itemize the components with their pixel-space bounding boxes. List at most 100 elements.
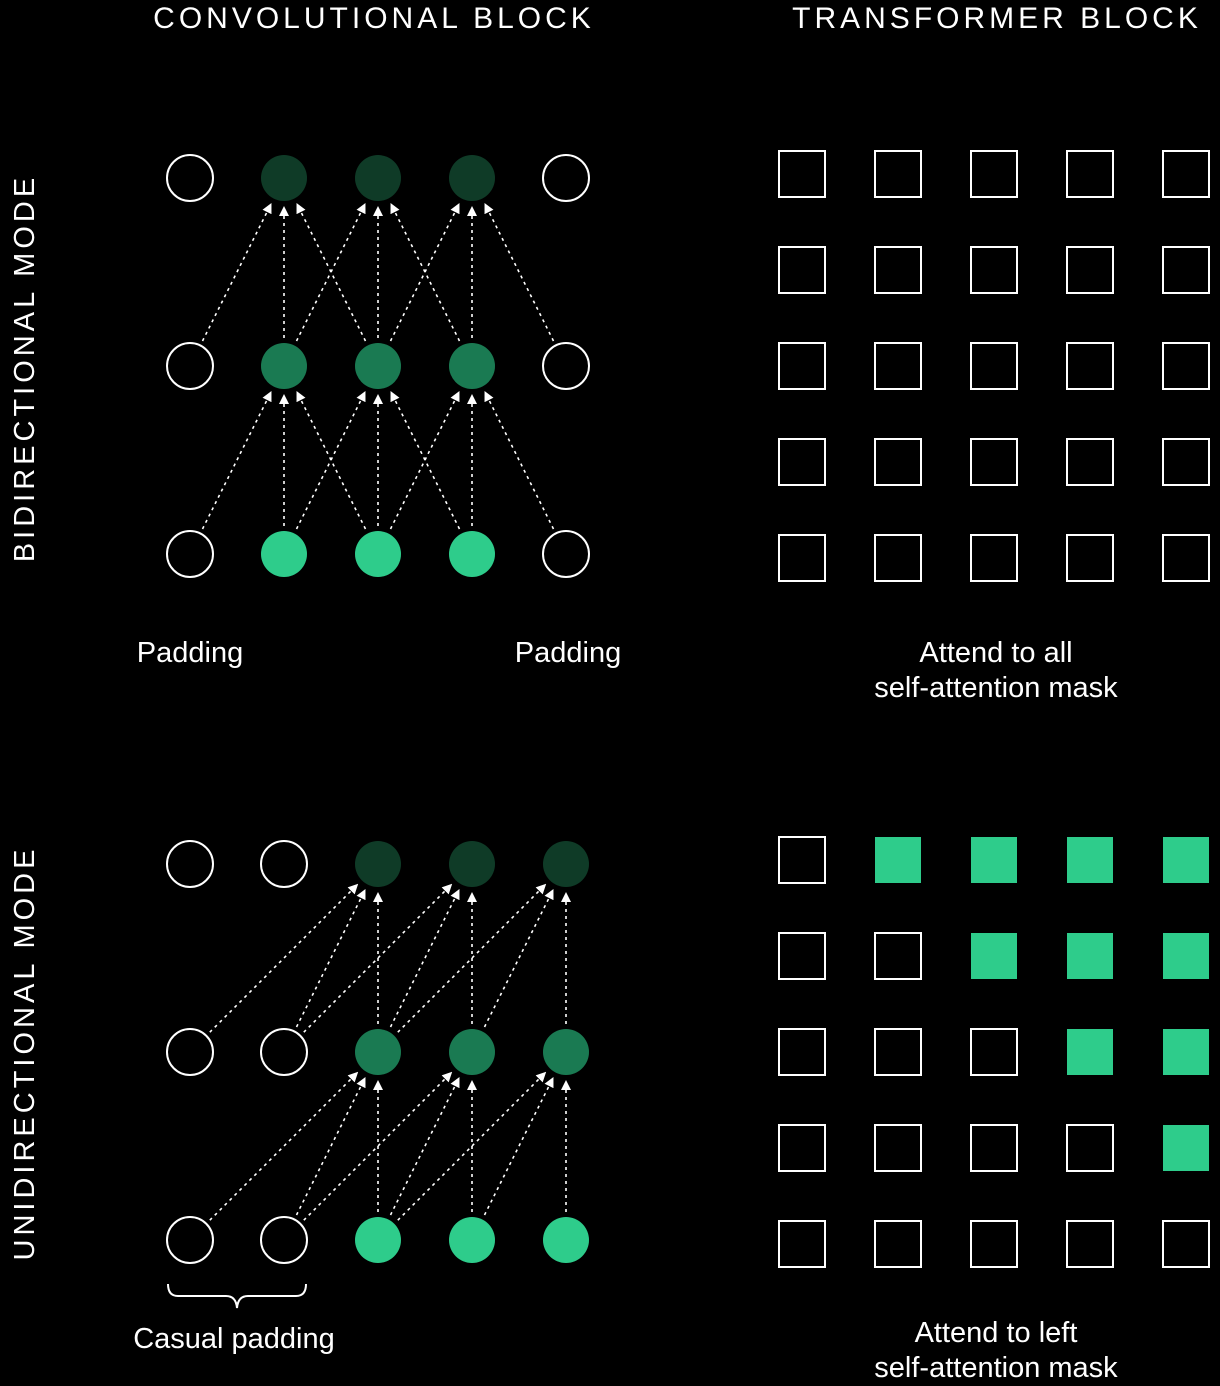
attend-left-mask-grid — [778, 836, 1210, 1268]
attend-all-mask-empty-cell — [874, 246, 922, 294]
bidirectional-conv-edge — [296, 203, 367, 342]
causal-conv-edge — [483, 1077, 554, 1216]
attend-all-mask-empty-cell — [1162, 150, 1210, 198]
bidirectional-conv-edge — [295, 391, 366, 530]
conv-block-heading: CONVOLUTIONAL BLOCK — [153, 2, 595, 35]
attend-all-mask-empty-cell — [970, 150, 1018, 198]
attend-left-mask-filled-cell — [1163, 837, 1209, 883]
unidirectional-padding-node — [260, 1216, 308, 1264]
attend-all-mask-empty-cell — [970, 246, 1018, 294]
causal-padding-brace — [167, 1283, 307, 1309]
attend-all-mask-empty-cell — [1162, 342, 1210, 390]
attend-all-mask-empty-cell — [778, 438, 826, 486]
unidirectional-input-node — [355, 1217, 401, 1263]
bidirectional-input-node — [261, 531, 307, 577]
attend-left-caption-line2: self-attention mask — [874, 1352, 1118, 1384]
padding-right-label: Padding — [515, 637, 621, 669]
causal-padding-label: Casual padding — [133, 1323, 335, 1355]
unidirectional-padding-node — [166, 840, 214, 888]
bidirectional-mode-label: BIDIRECTIONAL MODE — [9, 174, 41, 562]
attend-left-mask-filled-cell — [875, 837, 921, 883]
attend-all-mask-empty-cell — [874, 150, 922, 198]
attend-left-mask-empty-cell — [778, 932, 826, 980]
bidirectional-padding-node — [542, 530, 590, 578]
unidirectional-input-node — [543, 1217, 589, 1263]
attend-left-mask-empty-cell — [874, 932, 922, 980]
bidirectional-padding-node — [542, 154, 590, 202]
bidirectional-hidden-node — [261, 343, 307, 389]
bidirectional-edges — [201, 203, 555, 530]
attend-left-caption-line1: Attend to left — [915, 1317, 1078, 1349]
bidirectional-conv-edge — [201, 203, 272, 342]
attend-all-mask-empty-cell — [970, 438, 1018, 486]
attend-all-caption-line2: self-attention mask — [874, 672, 1118, 704]
attend-left-mask-empty-cell — [1066, 1124, 1114, 1172]
bidirectional-output-node — [261, 155, 307, 201]
attend-left-mask-filled-cell — [1067, 933, 1113, 979]
bidirectional-output-node — [355, 155, 401, 201]
attend-all-mask-empty-cell — [778, 534, 826, 582]
attend-all-mask-empty-cell — [970, 534, 1018, 582]
bidirectional-input-node — [355, 531, 401, 577]
causal-conv-edge — [389, 889, 460, 1028]
attend-all-mask-empty-cell — [1066, 438, 1114, 486]
causal-conv-edge — [209, 883, 359, 1033]
unidirectional-edges — [209, 883, 571, 1221]
attend-all-mask-empty-cell — [1162, 246, 1210, 294]
attend-left-mask-filled-cell — [1067, 1029, 1113, 1075]
attend-left-mask-empty-cell — [1162, 1220, 1210, 1268]
bidirectional-conv-edge — [295, 203, 366, 342]
attend-left-mask-empty-cell — [778, 1124, 826, 1172]
causal-conv-edge — [295, 1077, 366, 1216]
bidirectional-conv-edge — [484, 391, 555, 530]
attend-all-mask-empty-cell — [1162, 534, 1210, 582]
attend-all-mask-empty-cell — [778, 246, 826, 294]
bidirectional-padding-node — [166, 154, 214, 202]
attend-all-caption-line1: Attend to all — [919, 637, 1072, 669]
unidirectional-output-node — [449, 841, 495, 887]
attend-left-mask-empty-cell — [970, 1028, 1018, 1076]
attend-left-mask-empty-cell — [970, 1220, 1018, 1268]
padding-left-label: Padding — [137, 637, 243, 669]
bidirectional-conv-edge — [390, 391, 461, 530]
bidirectional-conv-edge — [296, 391, 367, 530]
attend-left-mask-filled-cell — [1163, 1029, 1209, 1075]
transformer-block-heading: TRANSFORMER BLOCK — [792, 2, 1202, 35]
unidirectional-padding-node — [166, 1028, 214, 1076]
attend-left-mask-filled-cell — [1163, 1125, 1209, 1171]
attend-left-mask-filled-cell — [971, 933, 1017, 979]
unidirectional-hidden-node — [355, 1029, 401, 1075]
attend-all-mask-empty-cell — [970, 342, 1018, 390]
attend-all-mask-empty-cell — [1066, 150, 1114, 198]
bidirectional-conv-edge — [390, 203, 461, 342]
bidirectional-output-node — [449, 155, 495, 201]
attend-left-mask-empty-cell — [778, 836, 826, 884]
bidirectional-conv-edge — [389, 203, 460, 342]
bidirectional-padding-node — [166, 530, 214, 578]
attend-all-mask-empty-cell — [778, 342, 826, 390]
attend-all-mask-empty-cell — [874, 534, 922, 582]
unidirectional-padding-node — [166, 1216, 214, 1264]
attend-left-mask-filled-cell — [1163, 933, 1209, 979]
attend-left-mask-empty-cell — [874, 1028, 922, 1076]
bidirectional-conv-edge — [389, 391, 460, 530]
attend-left-mask-filled-cell — [1067, 837, 1113, 883]
unidirectional-output-node — [543, 841, 589, 887]
unidirectional-hidden-node — [543, 1029, 589, 1075]
attend-all-mask-empty-cell — [874, 438, 922, 486]
bidirectional-hidden-node — [355, 343, 401, 389]
attend-left-mask-empty-cell — [778, 1220, 826, 1268]
causal-conv-edge — [389, 1077, 460, 1216]
unidirectional-input-node — [449, 1217, 495, 1263]
attend-left-mask-empty-cell — [874, 1220, 922, 1268]
attend-left-mask-empty-cell — [778, 1028, 826, 1076]
unidirectional-mode-label: UNIDIRECTIONAL MODE — [9, 846, 41, 1261]
attend-left-mask-filled-cell — [971, 837, 1017, 883]
attend-all-mask-empty-cell — [778, 150, 826, 198]
attend-all-mask-empty-cell — [1066, 342, 1114, 390]
bidirectional-input-node — [449, 531, 495, 577]
attend-all-mask-empty-cell — [1066, 246, 1114, 294]
bidirectional-padding-node — [166, 342, 214, 390]
unidirectional-nodes — [166, 840, 589, 1264]
attend-left-mask-empty-cell — [1066, 1220, 1114, 1268]
